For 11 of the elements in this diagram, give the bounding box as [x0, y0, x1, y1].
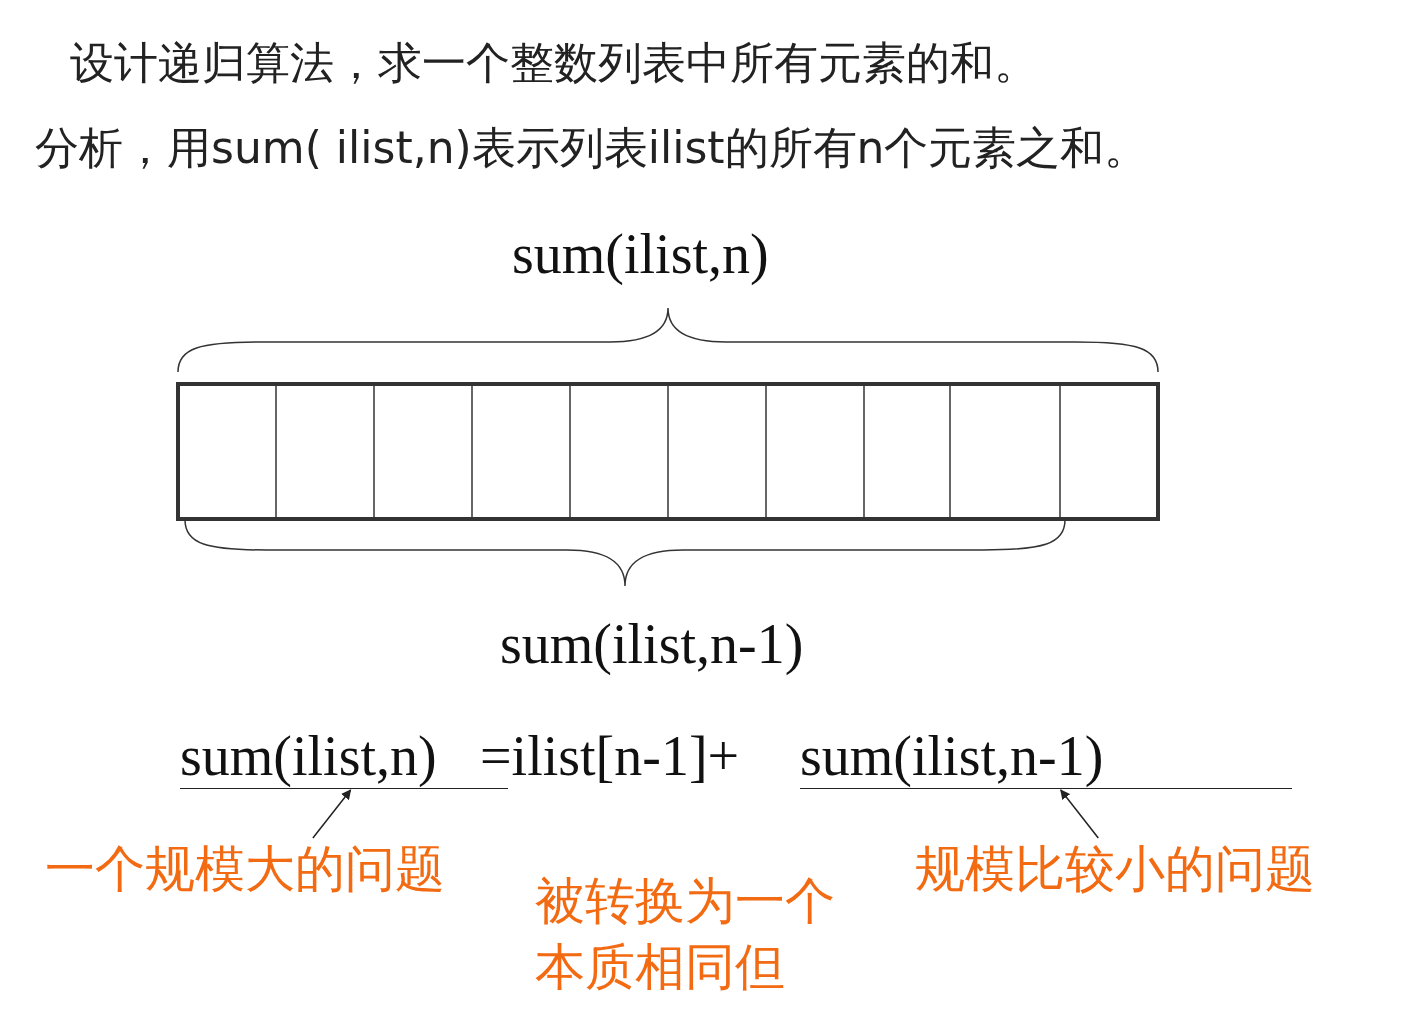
formula-label: sum(ilist,n-1) — [500, 612, 804, 676]
underlined-term: sum(ilist,n-1) — [800, 724, 1292, 789]
leader-arrow — [312, 789, 352, 839]
leader-arrow — [1060, 789, 1100, 839]
formula-label: sum(ilist,n) — [512, 222, 769, 286]
annotation-text: 规模比较小的问题 — [915, 836, 1385, 902]
equation-text: =ilist[n-1]+ — [480, 724, 740, 788]
analysis-text: 分析，用sum( ilist,n)表示列表ilist的所有n个元素之和。 — [35, 121, 1150, 175]
annotation-text: 一个规模大的问题 — [45, 836, 515, 902]
heading-text: 设计递归算法，求一个整数列表中所有元素的和。 — [70, 36, 1039, 90]
annotation-text: 被转换为一个本质相同但 — [535, 871, 836, 998]
